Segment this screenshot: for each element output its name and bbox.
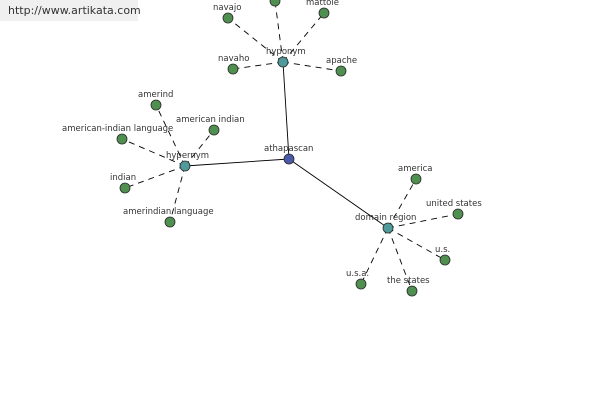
node-american-indian-language-l2[interactable] <box>116 133 128 145</box>
node-mattole-t3[interactable] <box>318 7 330 19</box>
edge-hyp_left-l3 <box>184 129 215 167</box>
edge-dom-d1 <box>387 178 417 229</box>
node-athapascan-center[interactable] <box>283 153 295 165</box>
node-hypernym-hyp_left[interactable] <box>179 160 191 172</box>
edges-layer <box>121 0 459 292</box>
edge-hyp_left-l1 <box>155 104 186 167</box>
edge-dom-d2 <box>387 213 459 229</box>
node-label-amerindian-language: amerindian language <box>123 207 214 217</box>
node-label-the-states: the states <box>387 276 430 286</box>
node-label-navaho: navaho <box>218 54 249 64</box>
node-label-u-s-a: u.s.a. <box>346 269 369 279</box>
node-navaho-t4[interactable] <box>227 63 239 75</box>
node-label-amerind: amerind <box>138 90 173 100</box>
node-domain-region-dom[interactable] <box>382 222 394 234</box>
node-label-mattole: mattole <box>306 0 339 8</box>
node-u-s-a-d5[interactable] <box>355 278 367 290</box>
edge-center-hyp_left <box>184 158 290 167</box>
node-amerindian-language-l5[interactable] <box>164 216 176 228</box>
source-url-label[interactable]: http://www.artikata.com <box>0 0 141 21</box>
node-american-indian-l3[interactable] <box>208 124 220 136</box>
node-america-d1[interactable] <box>410 173 422 185</box>
node-apache-t5[interactable] <box>335 65 347 77</box>
node-label-navajo: navajo <box>213 3 241 13</box>
edge-hyp_top-t5 <box>282 61 342 72</box>
edge-hyp_top-t4 <box>232 61 284 70</box>
node-label-u-s: u.s. <box>435 245 450 255</box>
node-hyponym-hyp_top[interactable] <box>277 56 289 68</box>
node-united-states-d2[interactable] <box>452 208 464 220</box>
edge-center-dom <box>288 158 389 229</box>
node-u-s-d3[interactable] <box>439 254 451 266</box>
node-unlabeled-t2[interactable] <box>269 0 281 7</box>
edge-dom-d3 <box>387 227 446 261</box>
edge-hyp_top-t1 <box>227 17 284 63</box>
labels-layer: athapascan hyponym hypernym domain region na… <box>62 0 482 286</box>
node-label-hypernym: hypernym <box>166 151 209 161</box>
edge-dom-d4 <box>387 227 413 292</box>
node-navajo-t1[interactable] <box>222 12 234 24</box>
node-label-apache: apache <box>326 56 357 66</box>
node-label-united-states: united states <box>426 199 482 209</box>
node-indian-l4[interactable] <box>119 182 131 194</box>
edge-hyp_left-l2 <box>121 138 186 167</box>
node-label-indian: indian <box>110 173 136 183</box>
node-label-america: america <box>398 164 432 174</box>
node-the-states-d4[interactable] <box>406 285 418 297</box>
node-label-domain-region: domain region <box>355 213 416 223</box>
edge-center-hyp_top <box>282 61 290 160</box>
nodes-layer <box>116 0 464 297</box>
node-label-american-indian-language: american-indian language <box>62 124 173 134</box>
node-amerind-l1[interactable] <box>150 99 162 111</box>
edge-hyp_left-l5 <box>169 165 186 223</box>
node-label-american-indian: american indian <box>176 115 245 125</box>
node-label-athapascan: athapascan <box>264 144 313 154</box>
node-label-hyponym: hyponym <box>266 47 306 57</box>
